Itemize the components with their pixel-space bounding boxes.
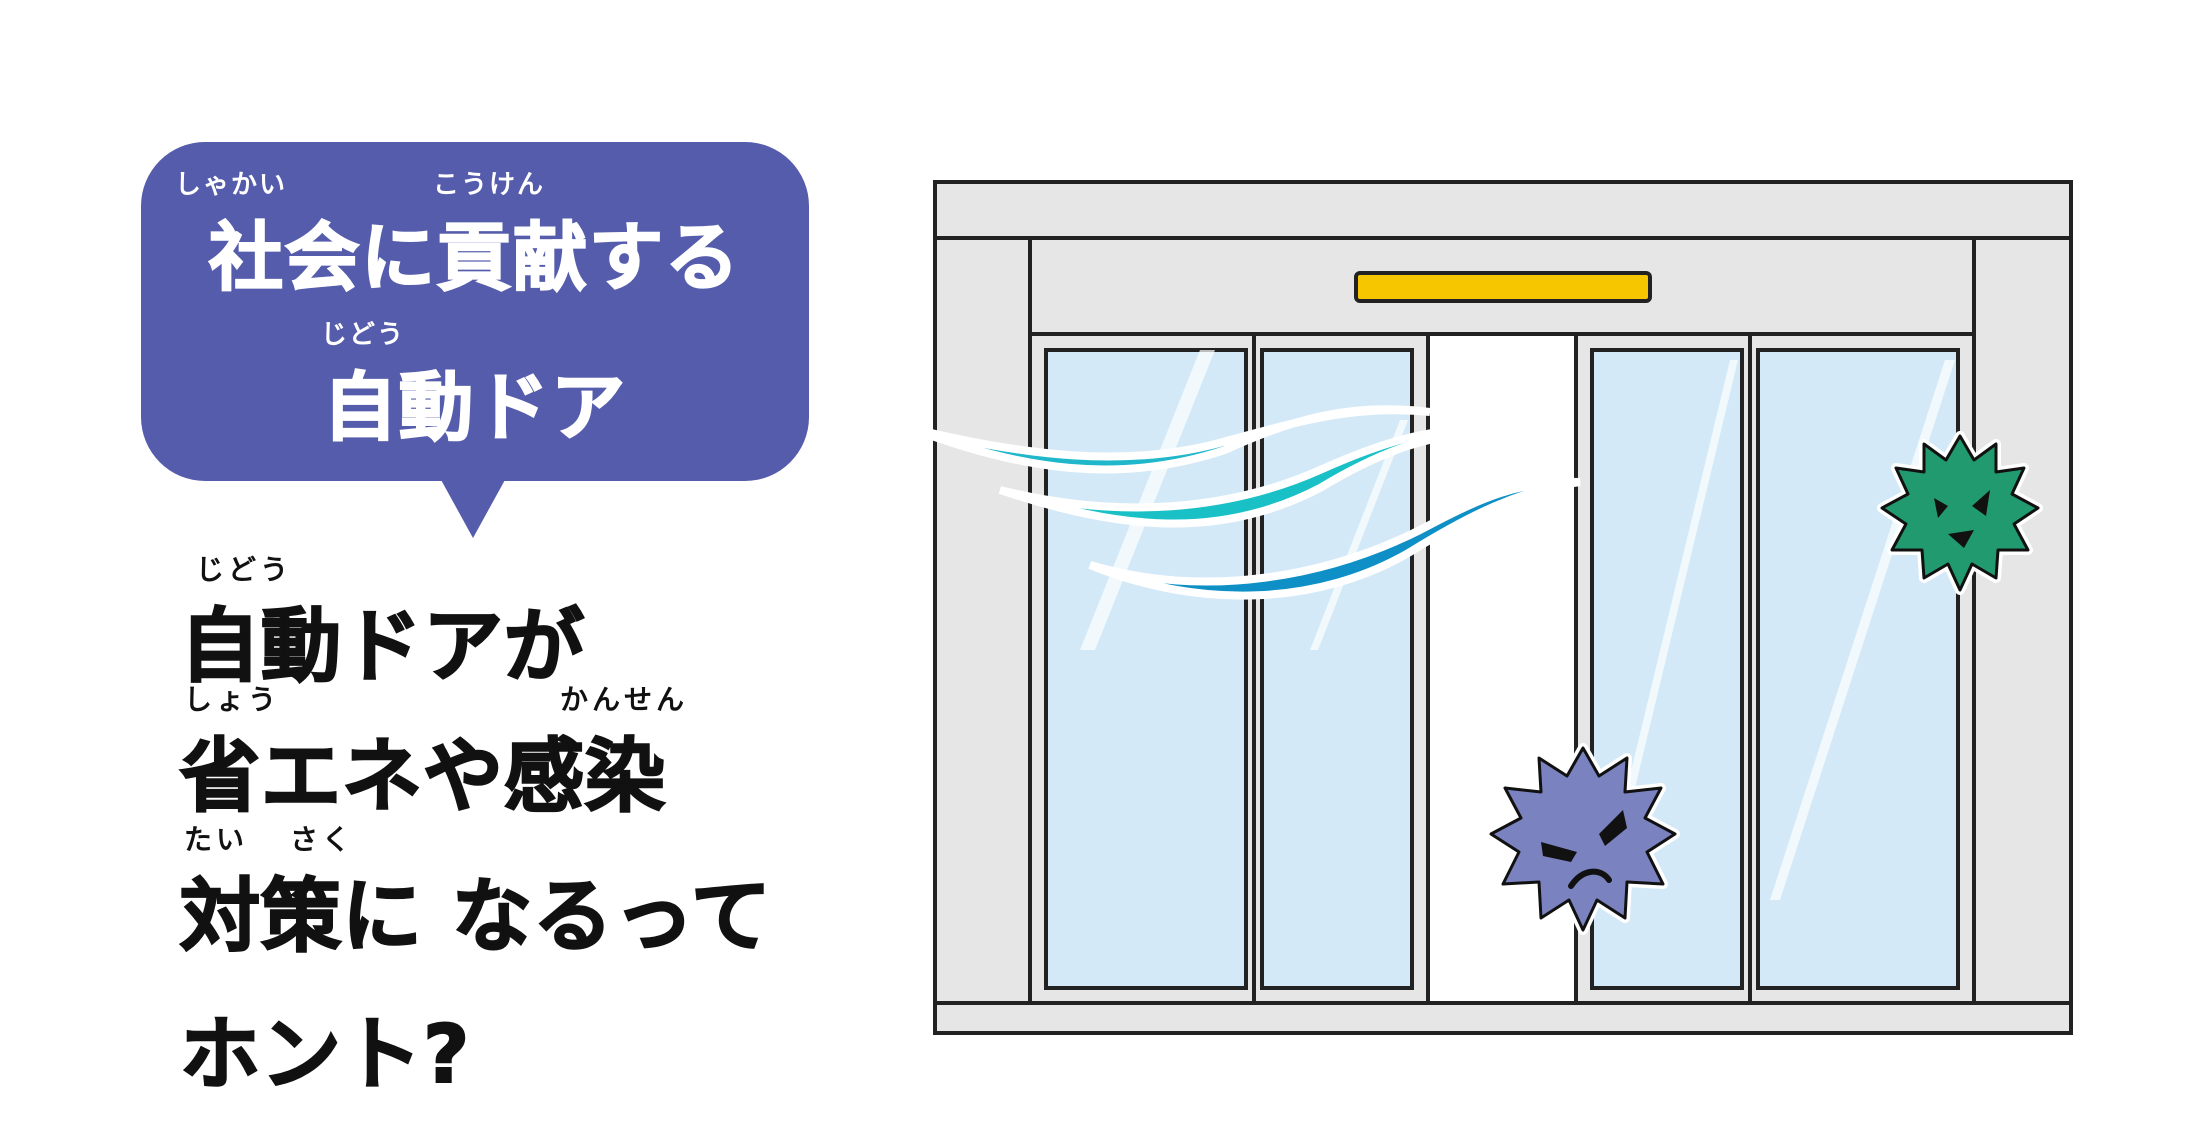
headline-line3: 対策に なるって (179, 869, 772, 964)
headline-line1: 自動ドアが (179, 599, 585, 694)
headline-ruby-saku: さく (290, 823, 355, 856)
right-door-panels (1574, 332, 1976, 1005)
door-opening (1426, 332, 1578, 1005)
headline-ruby-jidou: じどう (196, 553, 293, 586)
headline-ruby-shou: しょう (184, 683, 281, 716)
title-speech-bubble: しゃかい こうけん 社会に貢献する じどう 自動ドア (141, 142, 809, 481)
left-door-panels (1028, 332, 1430, 1005)
bubble-ruby-kouken: こうけん (433, 170, 546, 200)
germ-icon (1877, 431, 2043, 595)
bubble-title-line1: 社会に貢献する (208, 214, 741, 302)
headline-ruby-tai: たい (184, 823, 249, 856)
speech-bubble-tail (440, 478, 506, 538)
bubble-ruby-jidou: じどう (321, 320, 406, 350)
bubble-title-line2: 自動ドア (322, 364, 627, 452)
door-sensor (1354, 271, 1652, 303)
bubble-ruby-shakai: しゃかい (175, 170, 288, 200)
headline-line4: ホント? (179, 1007, 471, 1102)
angry-germ-icon (1486, 743, 1680, 935)
headline-line2: 省エネや感染 (179, 729, 666, 824)
headline-ruby-kansen: かんせん (560, 683, 689, 716)
wind-icon (908, 405, 1581, 600)
